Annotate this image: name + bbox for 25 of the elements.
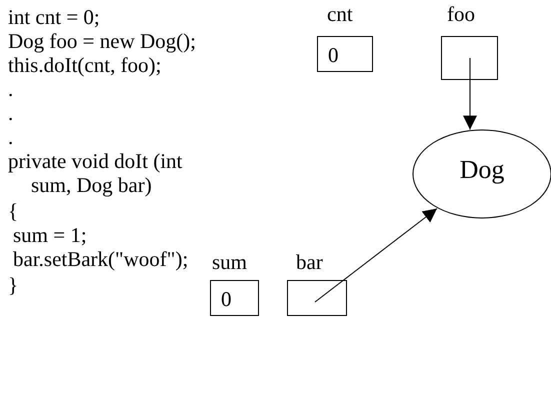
code-line: sum = 1; <box>13 223 87 247</box>
pointer-arrow <box>463 58 477 130</box>
variable-name: sum <box>212 250 248 274</box>
variable-name: cnt <box>327 2 353 26</box>
code-line: sum, Dog bar) <box>31 173 152 197</box>
variable-box <box>317 36 373 72</box>
variable-name: foo <box>447 2 475 26</box>
variable-box <box>441 36 498 80</box>
code-line: bar.setBark("woof"); <box>13 247 188 271</box>
pointer-arrow <box>314 208 438 302</box>
variable-value: 0 <box>221 287 232 311</box>
variable-name: bar <box>296 250 323 274</box>
variable-value: 0 <box>328 43 338 67</box>
code-line: Dog foo = new Dog(); <box>8 29 196 53</box>
code-line: int cnt = 0; <box>8 5 100 29</box>
code-line: this.doIt(cnt, foo); <box>8 53 162 77</box>
class-name: Dog <box>458 158 506 182</box>
code-line: . <box>8 101 14 125</box>
variable-box <box>210 280 259 316</box>
code-line: private void doIt (int <box>8 149 182 173</box>
code-line: { <box>8 199 18 223</box>
code-line: } <box>8 273 18 297</box>
variable-box <box>287 280 347 316</box>
code-line: . <box>8 125 14 149</box>
code-line: . <box>8 77 14 101</box>
